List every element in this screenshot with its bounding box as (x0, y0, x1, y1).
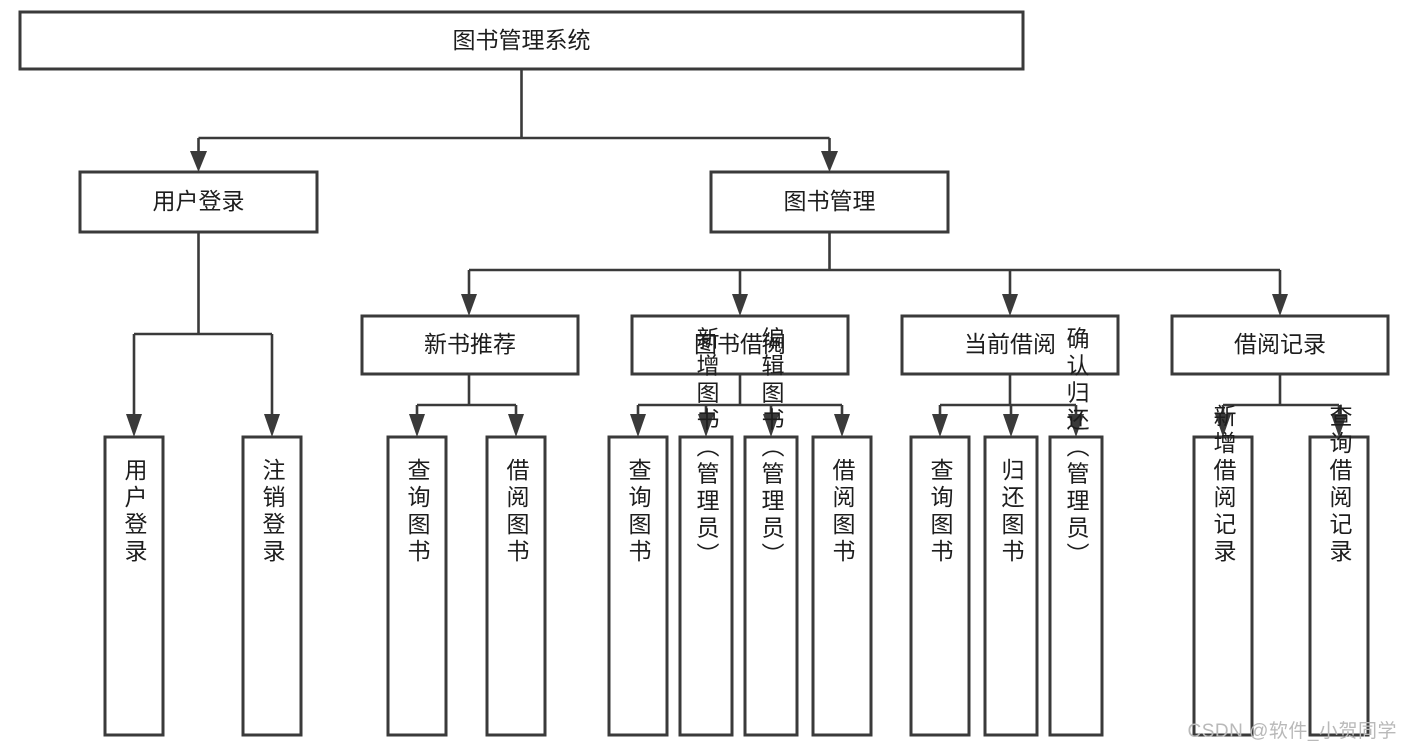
arrowhead-leaf-edit-book (763, 414, 779, 437)
node-new-book-recommend[interactable]: 新书推荐 (360, 314, 580, 376)
node-leaf-query-book-3[interactable]: 查询图书 (909, 435, 971, 737)
arrowhead-leaf-confirm-return (1068, 414, 1084, 437)
node-leaf-query-book-2-box[interactable] (607, 435, 669, 737)
arrowhead-leaf-add-record (1215, 414, 1231, 437)
node-leaf-query-book-1-label: 查询图书 (404, 458, 431, 566)
node-user-login[interactable]: 用户登录 (78, 170, 319, 234)
node-leaf-return-book[interactable]: 归还图书 (983, 435, 1039, 737)
node-leaf-query-book-2[interactable]: 查询图书 (607, 435, 669, 737)
node-leaf-add-book-label: 新增图书（管理员） (693, 327, 720, 570)
node-leaf-confirm-return-label: 确认归还（管理员） (1063, 327, 1090, 570)
node-leaf-borrow-book-1[interactable]: 借阅图书 (485, 435, 547, 737)
node-current-borrow-box[interactable] (900, 314, 1120, 376)
node-leaf-edit-book-box[interactable] (743, 435, 799, 737)
node-current-borrow-label: 当前借阅 (964, 331, 1056, 357)
node-leaf-query-book-1-box[interactable] (386, 435, 448, 737)
node-leaf-add-record[interactable]: 新增借阅记录 (1192, 404, 1254, 737)
node-book-manage-box[interactable] (709, 170, 950, 234)
node-leaf-borrow-book-1-label: 借阅图书 (503, 458, 530, 566)
node-leaf-confirm-return[interactable]: 确认归还（管理员） (1048, 327, 1104, 737)
node-leaf-confirm-return-box[interactable] (1048, 435, 1104, 737)
node-leaf-user-login-label: 用户登录 (121, 458, 148, 566)
node-leaf-edit-book[interactable]: 编辑图书（管理员） (743, 327, 799, 737)
node-root-label: 图书管理系统 (453, 27, 591, 53)
node-user-login-label: 用户登录 (153, 188, 245, 214)
node-book-borrow-label: 图书借阅 (694, 331, 786, 357)
node-root[interactable]: 图书管理系统 (18, 10, 1025, 71)
node-new-book-recommend-box[interactable] (360, 314, 580, 376)
arrowhead-leaf-borrow-book-1 (508, 414, 524, 437)
node-leaf-edit-book-label: 编辑图书（管理员） (758, 327, 785, 570)
node-leaf-add-book[interactable]: 新增图书（管理员） (678, 327, 734, 737)
arrowhead-current-borrow (1002, 294, 1018, 316)
arrowhead-leaf-query-book-3 (932, 414, 948, 437)
node-borrow-record-label: 借阅记录 (1234, 331, 1326, 357)
node-leaf-borrow-book-1-box[interactable] (485, 435, 547, 737)
arrowhead-borrow-record (1272, 294, 1288, 316)
node-leaf-query-record-box[interactable] (1308, 435, 1370, 737)
arrowhead-leaf-user-login (126, 414, 142, 437)
node-leaf-borrow-book-2-label: 借阅图书 (829, 458, 856, 566)
node-root-box[interactable] (18, 10, 1025, 71)
arrowhead-leaf-return-book (1003, 414, 1019, 437)
node-new-book-recommend-label: 新书推荐 (424, 331, 516, 357)
node-leaf-borrow-book-2[interactable]: 借阅图书 (811, 435, 873, 737)
node-leaf-query-record[interactable]: 查询借阅记录 (1308, 404, 1370, 737)
arrowhead-leaf-query-book-2 (630, 414, 646, 437)
node-leaf-user-logout-label: 注销登录 (259, 458, 286, 566)
node-borrow-record[interactable]: 借阅记录 (1170, 314, 1390, 376)
arrowhead-leaf-add-book (698, 414, 714, 437)
node-leaf-user-login[interactable]: 用户登录 (103, 435, 165, 737)
node-leaf-query-book-3-box[interactable] (909, 435, 971, 737)
arrowhead-user-login (190, 151, 207, 172)
arrowhead-leaf-borrow-book-2 (834, 414, 850, 437)
node-leaf-user-login-box[interactable] (103, 435, 165, 737)
node-leaf-return-book-box[interactable] (983, 435, 1039, 737)
node-leaf-user-logout-box[interactable] (241, 435, 303, 737)
connector-layer (126, 69, 1347, 437)
node-leaf-add-record-box[interactable] (1192, 435, 1254, 737)
node-book-borrow[interactable]: 图书借阅 (630, 314, 850, 376)
arrowhead-new-book-recommend (461, 294, 477, 316)
node-borrow-record-box[interactable] (1170, 314, 1390, 376)
node-leaf-query-book-1[interactable]: 查询图书 (386, 435, 448, 737)
node-leaf-query-book-2-label: 查询图书 (625, 458, 652, 566)
arrowhead-book-manage (821, 151, 838, 172)
arrowhead-leaf-query-book-1 (409, 414, 425, 437)
arrowhead-leaf-user-logout (264, 414, 280, 437)
node-book-borrow-box[interactable] (630, 314, 850, 376)
node-leaf-user-logout[interactable]: 注销登录 (241, 435, 303, 737)
node-leaf-query-record-label: 查询借阅记录 (1326, 404, 1353, 566)
arrowhead-leaf-query-record (1331, 414, 1347, 437)
node-leaf-query-book-3-label: 查询图书 (927, 458, 954, 566)
node-user-login-box[interactable] (78, 170, 319, 234)
node-book-manage[interactable]: 图书管理 (709, 170, 950, 234)
node-leaf-return-book-label: 归还图书 (998, 458, 1025, 566)
node-leaf-add-record-label: 新增借阅记录 (1210, 404, 1237, 566)
node-book-manage-label: 图书管理 (784, 188, 876, 214)
node-leaf-borrow-book-2-box[interactable] (811, 435, 873, 737)
node-current-borrow[interactable]: 当前借阅 (900, 314, 1120, 376)
node-leaf-add-book-box[interactable] (678, 435, 734, 737)
arrowhead-book-borrow (732, 294, 748, 316)
